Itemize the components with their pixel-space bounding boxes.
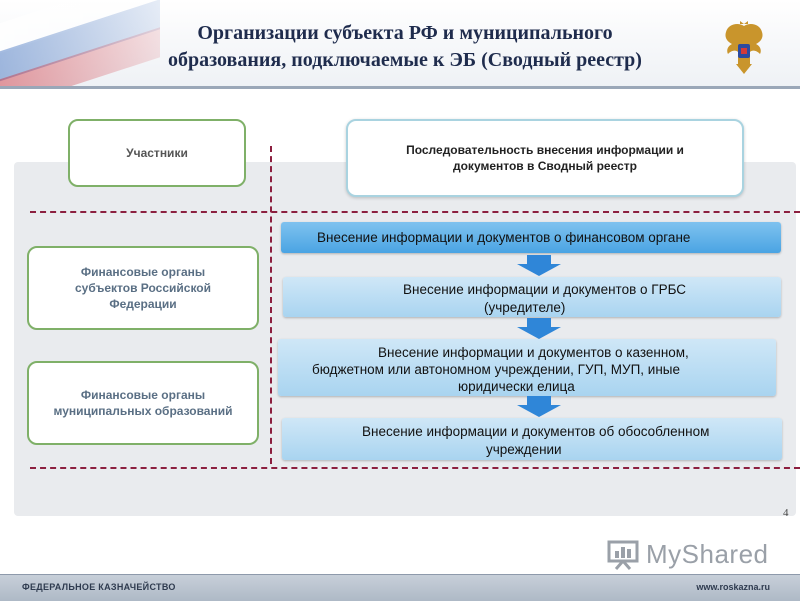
double-headed-eagle-emblem-icon: [725, 21, 763, 74]
step-box-4: Внесение информации и документов об обос…: [282, 418, 782, 460]
page-title: Организации субъекта РФ и муниципального…: [145, 20, 665, 74]
step-3-line-3: юридически елица: [458, 379, 575, 394]
participant-line: Финансовые органы: [80, 388, 206, 402]
footer-organization: ФЕДЕРАЛЬНОЕ КАЗНАЧЕЙСТВО: [22, 582, 176, 592]
participants-header-box: Участники: [68, 119, 246, 187]
step-box-1: Внесение информации и документов о финан…: [281, 222, 781, 253]
participant-box-municipal: Финансовые органы муниципальных образова…: [27, 361, 259, 445]
row-divider-bottom: [30, 467, 800, 469]
participant-line: муниципальных образований: [53, 404, 233, 418]
step-4-line-2: учреждении: [486, 442, 562, 457]
participant-box-federation: Финансовые органы субъектов Российской Ф…: [27, 246, 259, 330]
participants-header-label: Участники: [126, 146, 188, 160]
step-box-3: Внесение информации и документов о казен…: [278, 339, 776, 396]
step-box-2: Внесение информации и документов о ГРБС …: [283, 277, 781, 317]
watermark: MyShared: [606, 537, 769, 571]
sequence-header-line-1: Последовательность внесения информации и: [406, 143, 684, 157]
step-2-line-1: Внесение информации и документов о ГРБС: [403, 282, 687, 297]
participant-line: Финансовые органы: [80, 265, 206, 279]
footer-bar: ФЕДЕРАЛЬНОЕ КАЗНАЧЕЙСТВО www.roskazna.ru: [0, 574, 800, 601]
participant-line: Федерации: [109, 297, 177, 311]
title-line-1: Организации субъекта РФ и муниципального: [197, 22, 613, 44]
presentation-board-icon: [607, 540, 639, 570]
sequence-header-box: Последовательность внесения информации и…: [346, 119, 744, 197]
watermark-text: MyShared: [646, 538, 769, 569]
participant-line: субъектов Российской: [75, 281, 211, 295]
column-divider-line: [270, 146, 272, 464]
step-3-line-2: бюджетном или автономном учреждении, ГУП…: [312, 362, 681, 377]
step-3-line-1: Внесение информации и документов о казен…: [378, 345, 689, 360]
header-divider: [0, 86, 800, 89]
sequence-header-line-2: документов в Сводный реестр: [452, 159, 638, 173]
russian-flag-decoration: [0, 0, 160, 88]
page-number: 4: [783, 507, 789, 519]
step-4-line-1: Внесение информации и документов об обос…: [362, 424, 710, 439]
title-line-2: образования, подключаемые к ЭБ (Сводный …: [168, 49, 642, 71]
footer-website-link[interactable]: www.roskazna.ru: [696, 582, 770, 592]
row-divider-top: [30, 211, 800, 213]
step-2-line-2: (учредителе): [484, 300, 566, 315]
header-bar: Организации субъекта РФ и муниципального…: [0, 0, 800, 88]
step-1-line-1: Внесение информации и документов о финан…: [317, 230, 691, 245]
